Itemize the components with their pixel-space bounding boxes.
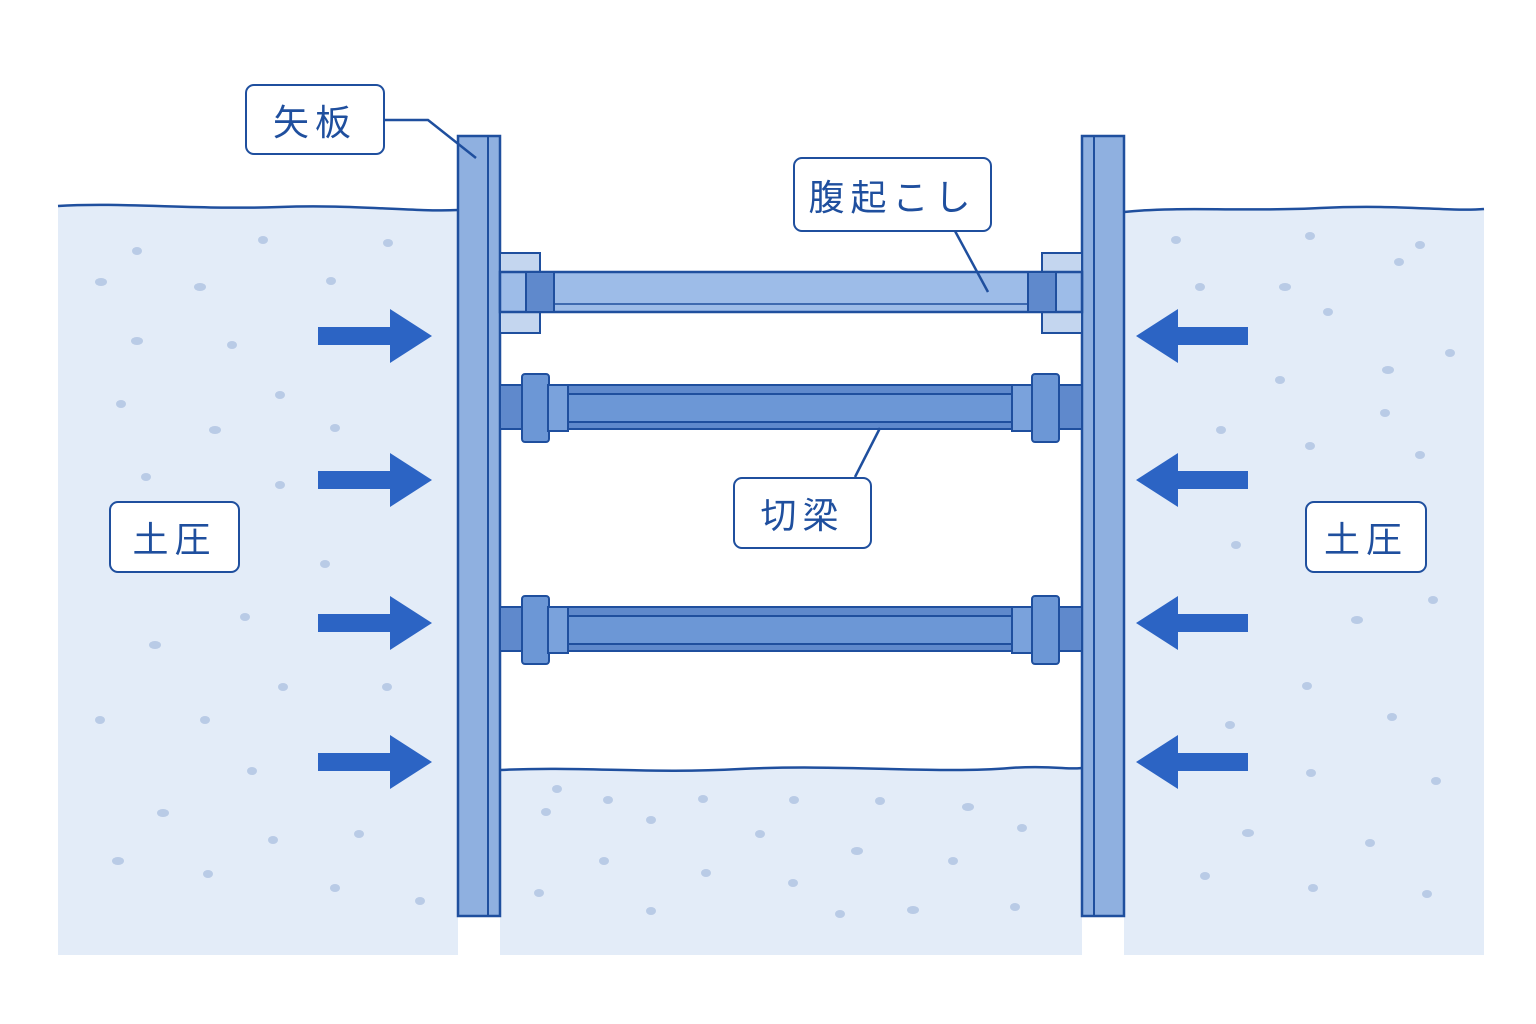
label-waler: 腹起こし <box>793 157 992 232</box>
arrow-right-icon <box>318 735 432 789</box>
label-earth-pressure-right: 土圧 <box>1305 501 1427 573</box>
ground-line-left <box>57 203 459 212</box>
excavation-bottom-line <box>499 765 1083 772</box>
leader-sheet-pile <box>385 118 477 159</box>
label-earth-pressure-left: 土圧 <box>109 501 240 573</box>
leader-waler <box>953 230 990 293</box>
sheet-pile-right <box>1080 134 1126 918</box>
arrow-right-icon <box>318 453 432 507</box>
earth-pressure-arrows-left <box>318 309 432 789</box>
arrow-left-icon <box>1136 596 1248 650</box>
sheet-pile-left <box>456 134 502 918</box>
arrow-left-icon <box>1136 453 1248 507</box>
arrow-right-icon <box>318 596 432 650</box>
soil-texture <box>95 232 1455 918</box>
leader-strut <box>853 427 882 478</box>
strut-upper <box>499 373 1083 443</box>
leader-lines <box>385 118 990 478</box>
arrow-left-icon <box>1136 735 1248 789</box>
waler-beam <box>498 252 1084 334</box>
strut-lower <box>499 595 1083 665</box>
ground-line-right <box>1123 205 1485 214</box>
soil-bottom <box>500 767 1082 955</box>
earth-pressure-arrows-right <box>1136 309 1248 789</box>
arrow-right-icon <box>318 309 432 363</box>
arrow-left-icon <box>1136 309 1248 363</box>
label-strut: 切梁 <box>733 477 872 549</box>
label-sheet-pile: 矢板 <box>245 84 385 155</box>
